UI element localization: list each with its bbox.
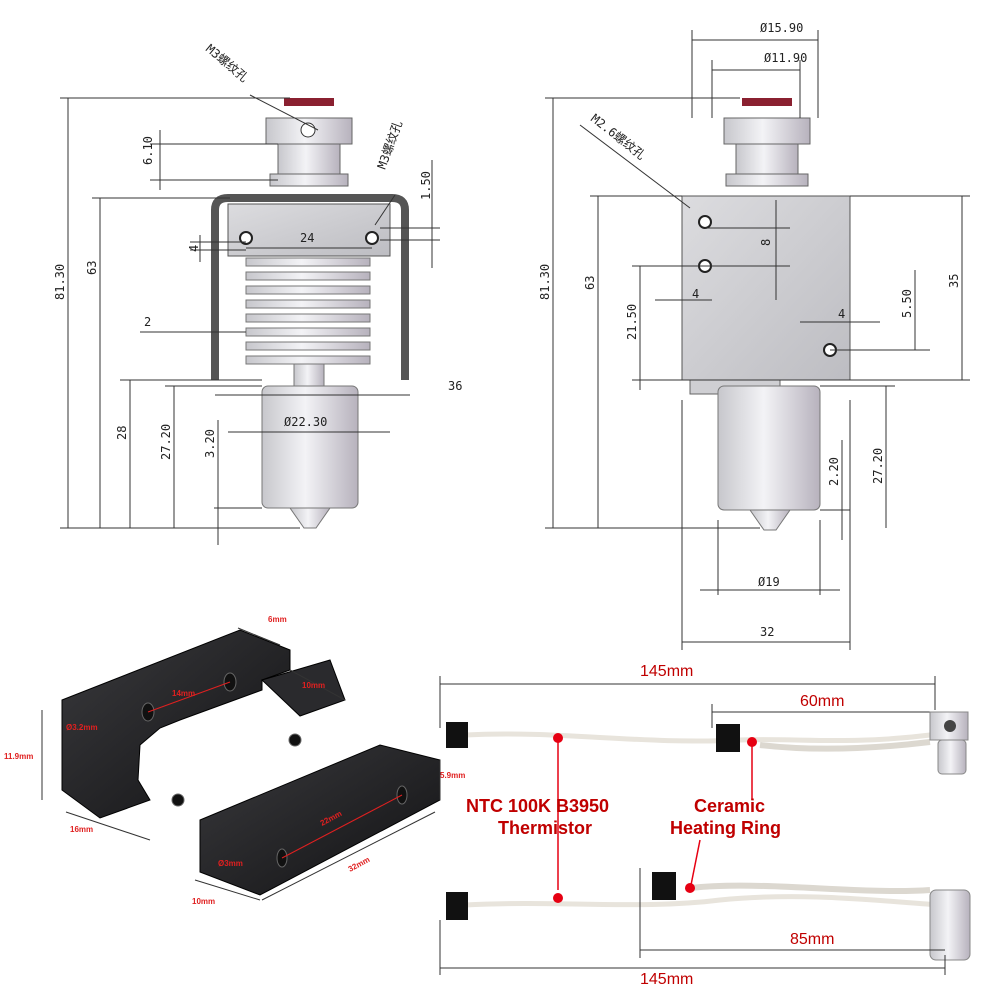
thermistor-label-line-2: Thermistor	[498, 818, 592, 838]
block-dim-14	[147, 681, 231, 713]
marker-thermistor-bottom	[553, 893, 563, 903]
dim-63-side: 63	[583, 276, 597, 290]
ring-hole-top	[944, 720, 956, 732]
dim-4-front: 4	[187, 245, 201, 252]
side-throat	[735, 143, 799, 175]
thermistor-wire-top	[464, 731, 931, 744]
left-hole	[239, 231, 253, 245]
label-14mm: 14mm	[172, 689, 195, 698]
block-hole-4	[288, 733, 302, 747]
side-collar	[725, 173, 809, 187]
dim-1-50: 1.50	[419, 171, 433, 200]
nozzle	[289, 507, 331, 529]
label-5-9mm: 5.9mm	[440, 771, 465, 780]
heater-wire-top	[759, 739, 931, 752]
block-hole-3	[171, 793, 185, 807]
dim-36: 36	[448, 379, 462, 393]
dim-28: 28	[115, 426, 129, 440]
block-dim-22	[281, 794, 403, 859]
label-85mm: 85mm	[790, 931, 834, 948]
dim-35: 35	[947, 274, 961, 288]
heatbreak	[293, 363, 325, 387]
side-nozzle	[749, 509, 791, 531]
clamp-plate	[227, 203, 391, 257]
thermistor-wire-bottom	[464, 894, 941, 908]
side-view: Ø15.90 Ø11.90 M2.6螺纹孔 81.30 63 8 4 21.50…	[538, 21, 970, 650]
block-dim-lines	[41, 627, 441, 901]
heater-label-line-1: Ceramic	[694, 796, 765, 816]
connector-top-left	[446, 722, 468, 748]
collar	[269, 173, 349, 187]
heater-wire-bottom	[689, 882, 931, 895]
front-top-hole-label: M3螺纹孔	[203, 42, 251, 85]
dim-24: 24	[300, 231, 314, 245]
label-3mm: Ø3mm	[218, 859, 243, 868]
dim-2-20: 2.20	[827, 457, 841, 486]
label-10mm-bottom: 10mm	[192, 897, 215, 906]
connector-bottom-middle	[652, 872, 676, 900]
dim-4-side-b: 4	[838, 307, 845, 321]
side-dim-lines	[545, 30, 970, 650]
label-32mm: 32mm	[347, 855, 372, 874]
heatsink-fins	[245, 257, 371, 365]
front-side-hole-label: M3螺纹孔	[375, 119, 405, 171]
label-11-9mm: 11.9mm	[4, 752, 33, 761]
throat	[277, 143, 341, 175]
label-10mm-top: 10mm	[302, 681, 325, 690]
front-dim-lines	[60, 94, 440, 545]
dim-15-90: Ø15.90	[760, 21, 803, 35]
dim-4-side-a: 4	[692, 287, 699, 301]
label-16mm: 16mm	[70, 825, 93, 834]
dim-27-20-side: 27.20	[871, 448, 885, 484]
dim-2: 2	[144, 315, 151, 329]
right-hole	[365, 231, 379, 245]
dim-81-30-side: 81.30	[538, 264, 552, 300]
dim-32-side: 32	[760, 625, 774, 639]
dim-81-30-front: 81.30	[53, 264, 67, 300]
heating-ring-bottom	[929, 889, 971, 961]
top-cap	[284, 98, 334, 106]
heating-ring-top-body	[937, 739, 967, 775]
front-view: M3螺纹孔 M3螺纹孔 6.10 1.50 81.30 63 24 4 2 36…	[53, 42, 462, 545]
dim-6-10: 6.10	[141, 136, 155, 165]
dim-63-front: 63	[85, 261, 99, 275]
dim-3-20: 3.20	[203, 429, 217, 458]
cables: 145mm 60mm NTC 100K B3950 Thermistor Cer…	[439, 663, 971, 988]
marker-heater-bottom	[685, 883, 695, 893]
heater-cylinder	[261, 385, 359, 509]
connector-bottom-left	[446, 892, 468, 920]
side-connector	[723, 117, 811, 145]
label-145mm-top: 145mm	[640, 663, 693, 680]
dim-21-50: 21.50	[625, 304, 639, 340]
side-top-cap	[742, 98, 792, 106]
dim-19: Ø19	[758, 575, 780, 589]
heater-label-line-2: Heating Ring	[670, 818, 781, 838]
label-6mm: 6mm	[268, 615, 287, 624]
mount-blocks: 6mm 14mm Ø3.2mm 10mm 11.9mm 5.9mm 22mm Ø…	[4, 615, 465, 906]
side-heater	[717, 385, 821, 511]
label-3-2mm: Ø3.2mm	[66, 723, 98, 732]
dim-11-90: Ø11.90	[764, 51, 807, 65]
pointer-heater-bottom	[689, 839, 701, 891]
bracket	[211, 194, 409, 380]
connector-top-middle	[716, 724, 740, 752]
side-hole-label: M2.6螺纹孔	[588, 111, 648, 162]
side-hole-1	[698, 215, 712, 229]
thermistor-label-line-1: NTC 100K B3950	[466, 796, 609, 816]
label-60mm: 60mm	[800, 693, 844, 710]
dim-27-20-front: 27.20	[159, 424, 173, 460]
dim-8: 8	[759, 239, 773, 246]
label-145mm-bottom: 145mm	[640, 971, 693, 988]
dim-5-50: 5.50	[900, 289, 914, 318]
dim-22-30: Ø22.30	[284, 415, 327, 429]
